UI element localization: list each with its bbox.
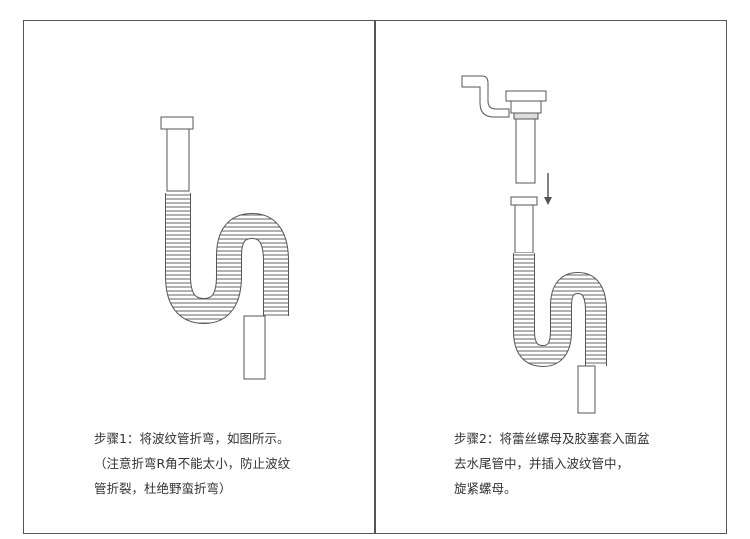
step-2-line-3: 旋紧螺母。 [454, 481, 517, 496]
drain-head [505, 90, 547, 102]
drain-assembly-illustration [461, 75, 607, 414]
corrugated-bend-ribs [166, 193, 288, 324]
drain-tail-pipe [515, 118, 536, 184]
hose-top-pipe [514, 204, 534, 254]
step-1-panel: 步骤1：将波纹管折弯，如图所示。 （注意折弯R角不能太小，防止波纹 管折裂，杜绝… [23, 20, 375, 534]
hose-top-pipe [166, 128, 190, 192]
step-1-line-2: （注意折弯R角不能太小，防止波纹 [94, 456, 291, 471]
hose-top-cap [510, 196, 538, 206]
step-2-panel: 步骤2：将蕾丝螺母及胶塞套入面盆 去水尾管中，并插入波纹管中， 旋紧螺母。 [375, 20, 727, 534]
step-1-line-1: 步骤1：将波纹管折弯，如图所示。 [94, 431, 290, 446]
step-2-line-1: 步骤2：将蕾丝螺母及胶塞套入面盆 [454, 431, 650, 446]
corrugated-bend-ribs [514, 253, 606, 367]
hose-bottom-pipe [243, 315, 266, 380]
hose-top-cap [160, 116, 194, 130]
step-1-line-3: 管折裂，杜绝野蛮折弯） [94, 481, 232, 496]
hose-bottom-pipe [577, 365, 596, 414]
step-2-caption: 步骤2：将蕾丝螺母及胶塞套入面盆 去水尾管中，并插入波纹管中， 旋紧螺母。 [454, 426, 724, 501]
bent-corrugated-hose-illustration [160, 116, 289, 380]
arrow-head-icon [544, 197, 552, 205]
basin-overflow-bracket [461, 75, 510, 118]
step-2-line-2: 去水尾管中，并插入波纹管中， [454, 456, 630, 471]
step-1-caption: 步骤1：将波纹管折弯，如图所示。 （注意折弯R角不能太小，防止波纹 管折裂，杜绝… [94, 426, 364, 501]
drain-body [510, 100, 542, 114]
drain-thread [513, 112, 539, 120]
